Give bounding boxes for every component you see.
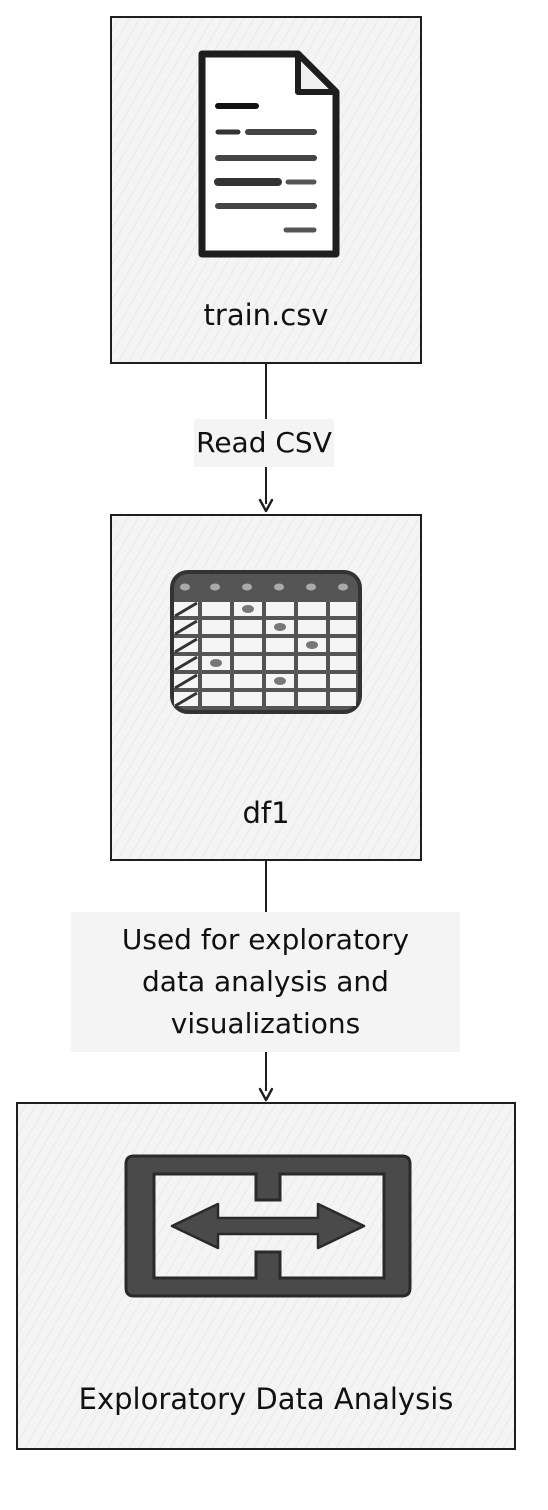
table-cell [298,674,326,688]
table-cell [234,620,262,634]
table-cell [330,674,356,688]
table-cell [330,692,356,706]
cell-mark [274,677,286,685]
table-cell [202,674,230,688]
df1-node: df1 [110,514,422,861]
exploratory-data-analysis-node: Exploratory Data Analysis [16,1102,516,1450]
table-cell [202,602,230,616]
edge-label-line: data analysis and [142,965,389,998]
table-cell [202,692,230,706]
table-cell [234,692,262,706]
table-cell [234,638,262,652]
edge-label-line: visualizations [170,1007,361,1040]
cell-diagonal-stroke [174,673,198,690]
table-cell [266,692,294,706]
table-cell [298,692,326,706]
table-cell [266,656,294,670]
table-cell [330,620,356,634]
train-csv-node: train.csv [110,16,422,364]
edge-label-eda-usage: Used for exploratory data analysis and v… [71,912,460,1052]
table-cell [330,656,356,670]
cell-mark [210,659,222,667]
cell-diagonal-stroke [174,601,198,618]
table-cell [298,656,326,670]
edge-label-read-csv: Read CSV [194,419,334,467]
table-cell [202,620,230,634]
table-cell [298,620,326,634]
node-label: train.csv [203,298,329,332]
document-icon [198,50,340,258]
cell-diagonal-stroke [174,655,198,672]
bidirectional-arrow-icon [124,1154,412,1298]
cell-mark [274,623,286,631]
cell-mark [242,605,254,613]
table-cell [266,638,294,652]
cell-diagonal-stroke [174,637,198,654]
table-cell [234,674,262,688]
table-cell [330,638,356,652]
table-cell [202,638,230,652]
arrow-down-icon [258,1087,274,1102]
cell-diagonal-stroke [174,691,198,708]
cell-diagonal-stroke [174,619,198,636]
table-cell [266,602,294,616]
spreadsheet-table-icon [170,570,362,714]
arrow-down-icon [258,498,274,513]
cell-mark [306,641,318,649]
table-cell [298,602,326,616]
table-cell [234,656,262,670]
table-cell [330,602,356,616]
node-label: Exploratory Data Analysis [78,1382,454,1416]
node-label: df1 [242,796,290,830]
edge-label-line: Used for exploratory [121,923,410,956]
